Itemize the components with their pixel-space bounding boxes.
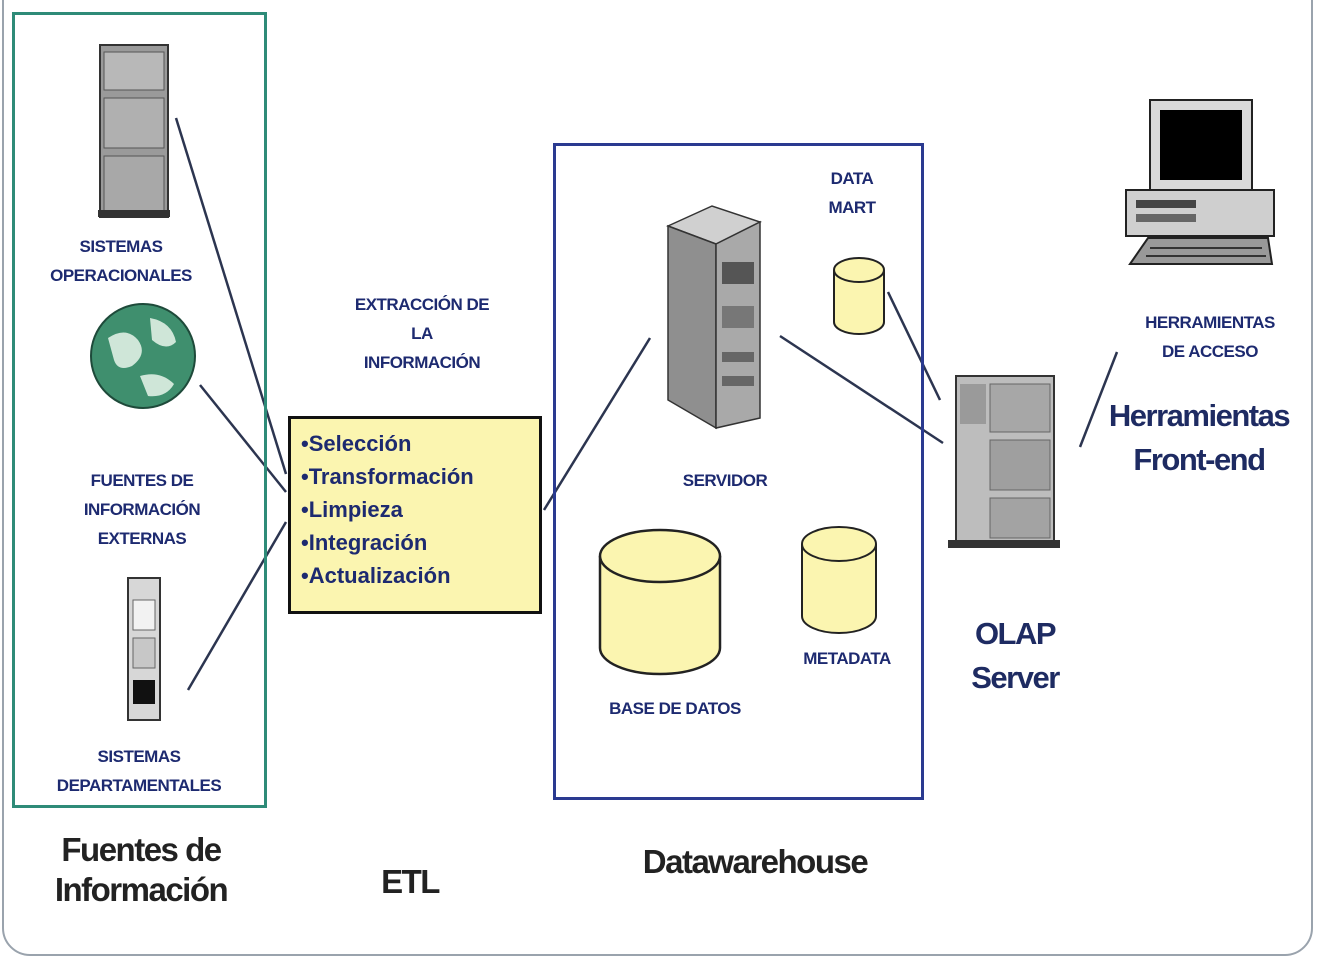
etl-step-actualizacion: •Actualización: [301, 563, 451, 588]
datawarehouse-group-box: [553, 143, 924, 800]
line-olap-to-frontend: [1078, 351, 1119, 448]
metadata-label: METADATA: [803, 649, 891, 668]
line-servidor-to-olap: [779, 334, 944, 445]
data-mart-label: DATA MART: [828, 169, 876, 217]
line-externas-to-etl: [199, 384, 287, 493]
fuentes-externas-label: FUENTES DE INFORMACIÓN EXTERNAS: [83, 471, 201, 548]
data-mart-cylinder-icon: [833, 257, 885, 335]
etl-step-seleccion: •Selección: [301, 431, 412, 456]
extraccion-label: EXTRACCIÓN DE LA INFORMACIÓN: [354, 295, 490, 372]
line-departamentales-to-etl: [186, 521, 288, 691]
sistemas-departamentales-device-icon: [127, 577, 161, 721]
sistemas-departamentales-label: SISTEMAS DEPARTAMENTALES: [56, 747, 222, 795]
fuentes-group-box: [12, 12, 267, 808]
etl-step-integracion: •Integración: [301, 530, 428, 555]
sistemas-operacionales-label: SISTEMAS OPERACIONALES: [50, 237, 192, 285]
etl-step-transformacion: •Transformación: [301, 464, 474, 489]
etl-steps-box: •Selección •Transformación •Limpieza •In…: [288, 416, 542, 614]
line-operacionales-to-etl: [174, 117, 288, 475]
olap-server-icon: [948, 375, 1060, 548]
etl-step-limpieza: •Limpieza: [301, 497, 403, 522]
base-de-datos-label: BASE DE DATOS: [609, 699, 741, 718]
line-datamart-to-olap: [886, 291, 942, 401]
herramientas-front-end-title: Herramientas Front-end: [1108, 398, 1291, 477]
computer-workstation-icon: [1125, 99, 1275, 265]
connector-lines: [174, 117, 1119, 691]
etl-title: ETL: [381, 863, 440, 900]
line-etl-to-servidor: [542, 337, 652, 511]
base-de-datos-cylinder-icon: [598, 528, 722, 676]
globe-icon: [90, 303, 196, 409]
olap-server-title: OLAP Server: [971, 616, 1060, 695]
servidor-label: SERVIDOR: [682, 471, 768, 490]
herramientas-de-acceso-label: HERRAMIENTAS DE ACCESO: [1145, 313, 1275, 361]
metadata-cylinder-icon: [801, 526, 877, 634]
datawarehouse-title: Datawarehouse: [642, 843, 869, 880]
servidor-server-icon: [666, 205, 762, 430]
fuentes-de-informacion-title: Fuentes de Información: [54, 831, 229, 908]
sistemas-operacionales-server-icon: [98, 44, 170, 218]
